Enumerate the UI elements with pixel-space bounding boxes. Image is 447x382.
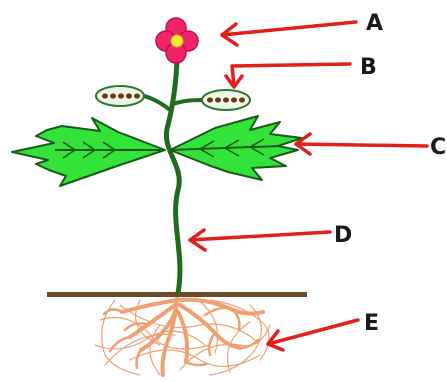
arrow-a	[222, 22, 356, 35]
arrow-d	[190, 232, 330, 240]
flower	[156, 18, 198, 63]
arrows	[190, 22, 427, 350]
arrow-e	[268, 320, 358, 344]
label-d: D	[334, 223, 352, 248]
left-seed-pod	[96, 86, 144, 106]
label-a: A	[366, 11, 383, 36]
stem	[166, 60, 180, 293]
right-leaf	[170, 116, 302, 180]
roots	[95, 298, 270, 375]
label-e: E	[364, 311, 379, 336]
left-leaf	[12, 118, 165, 186]
arrow-c	[296, 144, 427, 146]
label-b: B	[360, 55, 377, 80]
arrow-b	[232, 64, 350, 86]
label-c: C	[430, 135, 446, 160]
right-branch	[173, 100, 205, 104]
right-seed-pod	[202, 90, 250, 110]
